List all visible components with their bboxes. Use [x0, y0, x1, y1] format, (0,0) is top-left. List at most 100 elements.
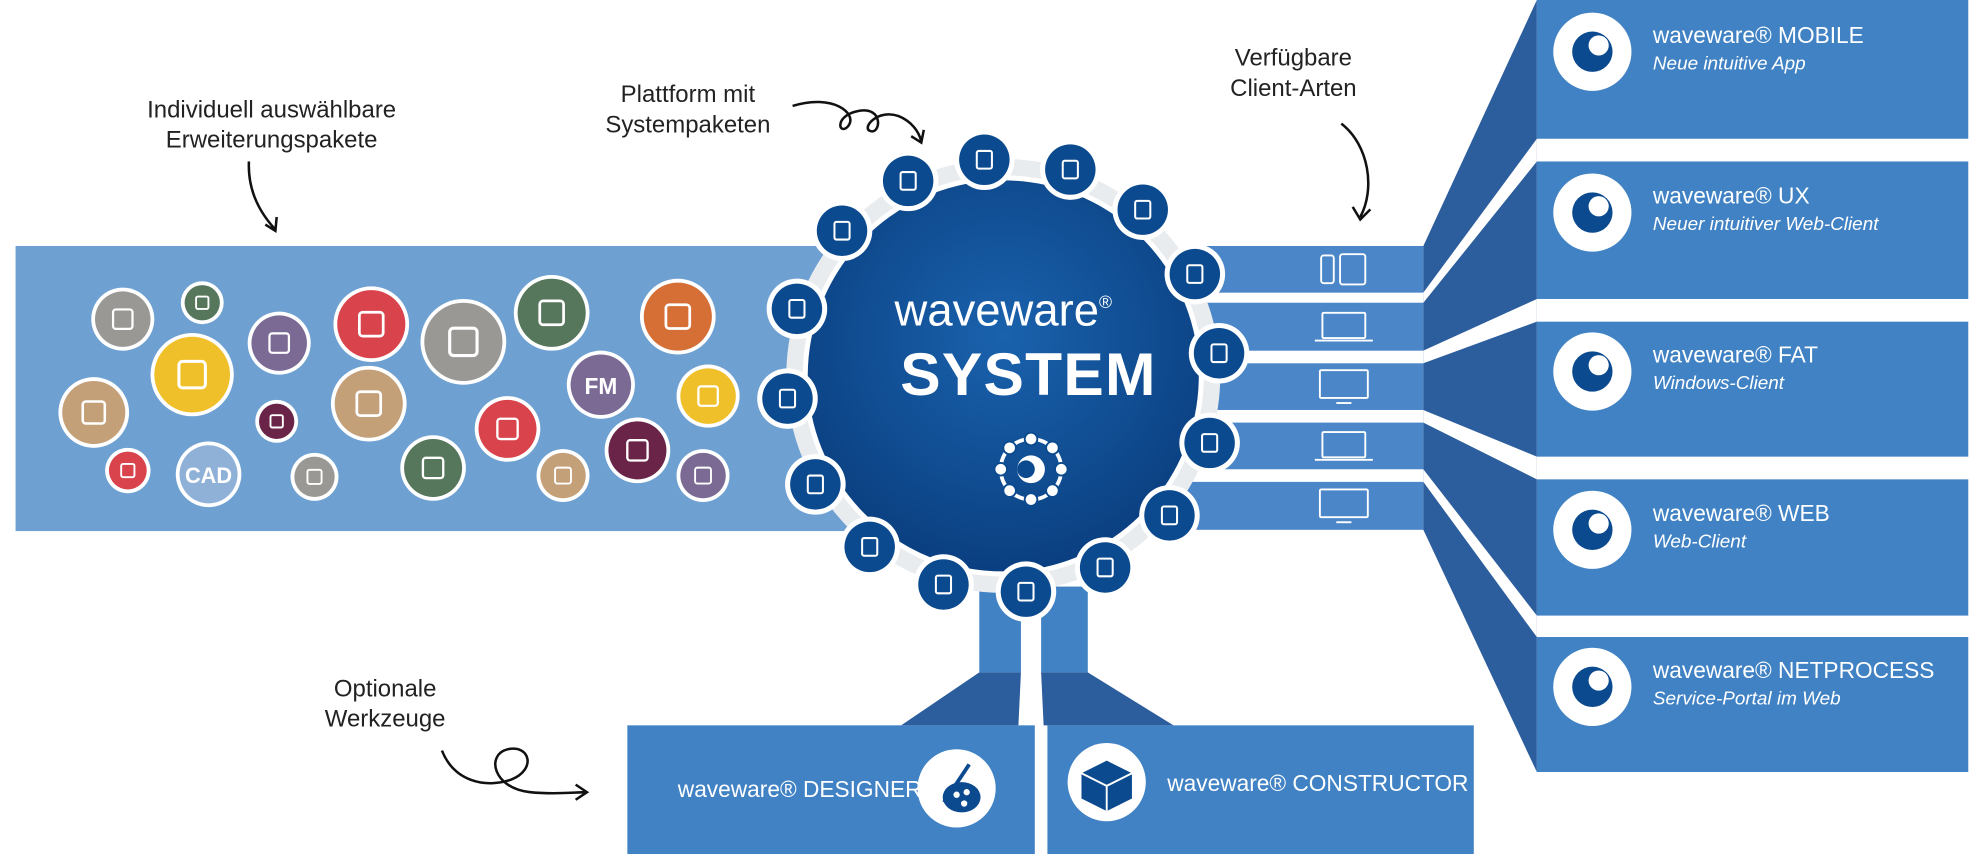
lock-icon[interactable] — [757, 368, 818, 429]
windows-app-icon — [1553, 332, 1632, 411]
client-subtitle: Web-Client — [1653, 531, 1747, 552]
electric-hazard-icon — [333, 286, 410, 363]
svg-text:Erweiterungspakete: Erweiterungspakete — [166, 127, 378, 154]
client-item[interactable]: waveware® WEB Web-Client — [1536, 479, 1969, 616]
inbox-icon[interactable] — [1074, 537, 1136, 598]
id-card-icon[interactable] — [877, 150, 939, 212]
drill-icon — [180, 281, 224, 325]
arrow-icon — [1340, 122, 1372, 222]
extension-package[interactable] — [58, 377, 130, 448]
system-network-logo-icon — [993, 431, 1069, 507]
svg-text:Client-Arten: Client-Arten — [1230, 75, 1356, 102]
svg-text:FM: FM — [584, 373, 617, 399]
extension-package[interactable] — [604, 417, 671, 484]
extension-package[interactable] — [513, 274, 590, 351]
documents-icon[interactable] — [954, 129, 1015, 191]
system-packages — [757, 129, 1250, 622]
arrow-icon — [247, 161, 278, 234]
client-title: waveware® NETPROCESS — [1652, 657, 1934, 683]
database-import-icon[interactable] — [1164, 243, 1226, 305]
system-core[interactable]: waveware® SYSTEM — [786, 158, 1221, 593]
meter-icon — [58, 377, 130, 448]
client-title: waveware® MOBILE — [1652, 22, 1864, 48]
extension-package[interactable] — [676, 364, 740, 428]
svg-text:Verfügbare: Verfügbare — [1235, 45, 1352, 72]
extension-package[interactable] — [91, 287, 155, 351]
gauge-icon — [247, 311, 311, 375]
tool-designer[interactable]: waveware® DESIGNER — [627, 725, 1035, 854]
document-lock-icon[interactable] — [1179, 412, 1240, 474]
annotation-tools: Optionale Werkzeuge — [325, 675, 590, 801]
laptop-icon — [1314, 431, 1373, 461]
grid-plan-icon — [474, 396, 541, 462]
extension-package[interactable]: FM — [566, 350, 635, 419]
pulse-icon — [604, 417, 671, 484]
extension-package[interactable] — [105, 447, 151, 494]
extension-package[interactable] — [420, 298, 507, 385]
extension-package[interactable] — [536, 449, 590, 503]
svg-text:Optionale: Optionale — [334, 675, 437, 702]
extension-package[interactable] — [180, 281, 224, 325]
annotation-clients: Verfügbare Client-Arten — [1230, 45, 1372, 222]
device-row — [1186, 245, 1424, 293]
arrow-icon — [440, 747, 590, 801]
extension-package[interactable] — [639, 278, 716, 355]
bookmark-icon[interactable] — [1139, 485, 1200, 546]
calendar-icon[interactable] — [995, 561, 1057, 622]
windows-stack-icon[interactable] — [785, 454, 846, 515]
mobile-device-icon[interactable] — [811, 200, 873, 262]
extension-package[interactable] — [255, 399, 299, 443]
extension-package[interactable] — [676, 449, 730, 503]
netprocess-logo-icon — [1553, 647, 1632, 726]
lightning-icon — [676, 364, 740, 428]
truck-icon — [639, 278, 716, 355]
extension-package[interactable] — [290, 452, 339, 501]
arrows-swap-icon — [536, 449, 590, 503]
ux-logo-icon — [1553, 173, 1632, 252]
extension-package[interactable] — [247, 311, 311, 375]
extension-package[interactable]: CAD — [175, 441, 242, 508]
helmet-icon — [400, 435, 466, 501]
laptop-icon — [1314, 311, 1373, 342]
extension-package[interactable] — [150, 333, 234, 417]
client-connector — [1423, 0, 1537, 773]
cad-file-icon: CAD — [175, 441, 242, 508]
redirect-arrow-icon — [676, 449, 730, 503]
overlap-squares-icon — [513, 274, 590, 351]
compass-icon — [255, 399, 299, 443]
svg-text:Plattform mit: Plattform mit — [621, 81, 756, 108]
presentation-icon — [290, 452, 339, 501]
fire-icon — [105, 447, 151, 494]
extension-package[interactable] — [400, 435, 466, 501]
arrow-icon — [792, 100, 926, 145]
monitor-icon — [1318, 488, 1369, 524]
extension-package[interactable] — [330, 365, 407, 442]
brush-palette-icon — [917, 749, 996, 828]
bar-chart-icon[interactable] — [1112, 179, 1174, 240]
wallet-icon — [150, 333, 234, 417]
tool-designer-label: waveware® DESIGNER — [677, 776, 922, 802]
client-device-rows — [1186, 245, 1424, 530]
tool-constructor[interactable]: waveware® CONSTRUCTOR — [1047, 725, 1474, 854]
client-subtitle: Service-Portal im Web — [1653, 689, 1841, 710]
extension-package[interactable] — [333, 286, 410, 363]
svg-text:CAD: CAD — [185, 463, 232, 488]
client-item[interactable]: waveware® NETPROCESS Service-Portal im We… — [1536, 637, 1969, 773]
client-title: waveware® WEB — [1652, 500, 1830, 526]
users-group-icon[interactable] — [1040, 139, 1101, 200]
list-document-icon[interactable] — [839, 516, 900, 578]
annotation-extensions: Individuell auswählbare Erweiterungspake… — [147, 96, 396, 234]
device-row — [1186, 481, 1424, 530]
people-icon[interactable] — [766, 278, 828, 340]
book-icon[interactable] — [913, 554, 974, 615]
client-subtitle: Windows-Client — [1653, 373, 1785, 394]
tablet-phone-icon — [1320, 253, 1367, 286]
svg-text:Systempaketen: Systempaketen — [605, 111, 770, 138]
database-export-icon[interactable] — [1188, 322, 1250, 384]
extension-package[interactable] — [474, 396, 541, 462]
system-brand: waveware® — [894, 284, 1112, 335]
